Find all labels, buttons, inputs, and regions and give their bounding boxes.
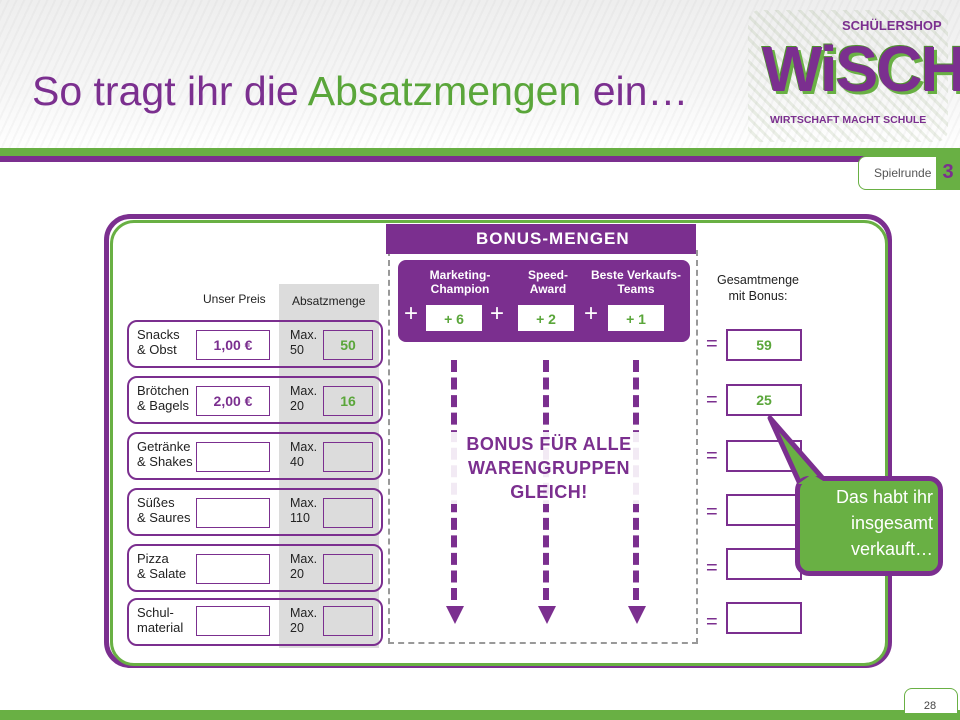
slide-title: So tragt ihr die Absatzmengen ein… [32,68,689,114]
product-name: Pizza& Salate [137,551,187,581]
bonus-header [386,224,696,254]
arrow-down-icon [538,606,556,624]
award-best-sales-team: Beste Verkaufs-Teams [590,268,682,296]
product-name: Getränke& Shakes [137,439,193,469]
header-background [0,0,960,150]
price-field[interactable] [196,498,270,528]
total-field[interactable] [726,440,802,472]
product-name: Schul-material [137,605,184,635]
logo-texture [748,10,948,142]
bonus-value-marketing[interactable]: + 6 [426,305,482,331]
max-label: Max.20 [290,384,318,413]
table-row [127,544,383,592]
callout-bubble [795,476,943,576]
arrow-down-icon [628,606,646,624]
price-field[interactable] [196,554,270,584]
quantity-field[interactable] [323,442,373,472]
total-field[interactable]: 25 [726,384,802,416]
header-green-bar [0,148,960,156]
product-name: Snacks& Obst [137,327,180,357]
price-field[interactable] [196,442,270,472]
max-label: Max.40 [290,440,318,469]
quantity-field[interactable] [323,554,373,584]
table-row [127,598,383,646]
product-name: Süßes& Saures [137,495,191,525]
total-field[interactable] [726,602,802,634]
quantity-column-header: Absatzmenge [292,294,366,308]
quantity-field[interactable] [323,606,373,636]
total-field[interactable]: 59 [726,329,802,361]
logo-tagline: WIRTSCHAFT MACHT SCHULE [770,114,927,126]
award-marketing-champion: Marketing-Champion [429,268,491,296]
plus-sign: + [584,300,599,327]
quantity-field[interactable]: 16 [323,386,373,416]
equals-sign: = [706,333,718,355]
quantity-field[interactable] [323,498,373,528]
table-row [127,488,383,536]
table-row [127,320,383,368]
price-field[interactable] [196,606,270,636]
max-label: Max.20 [290,606,318,635]
award-speed: Speed-Award [527,268,568,296]
max-label: Max.110 [290,496,318,525]
max-label: Max.20 [290,552,318,581]
page-number-tab [904,688,958,713]
price-column-header: Unser Preis [203,292,266,306]
total-field[interactable] [726,548,802,580]
arrow-down-icon [446,606,464,624]
equals-sign: = [706,445,718,467]
quantity-field[interactable]: 50 [323,330,373,360]
price-field[interactable]: 2,00 € [196,386,270,416]
header-purple-bar [0,156,960,162]
price-field[interactable]: 1,00 € [196,330,270,360]
plus-sign: + [490,300,505,327]
title-highlight: Absatzmengen [307,68,582,114]
equals-sign: = [706,389,718,411]
equals-sign: = [706,501,718,523]
bonus-title: BONUS-MENGEN [476,229,630,248]
footer-green-bar [0,710,960,720]
plus-sign: + [404,300,419,327]
table-row [127,432,383,480]
round-label: Spielrunde [874,166,932,180]
max-label: Max.50 [290,328,318,357]
table-row [127,376,383,424]
equals-sign: = [706,557,718,579]
bonus-value-sales-team[interactable]: + 1 [608,305,664,331]
bonus-value-speed[interactable]: + 2 [518,305,574,331]
equals-sign: = [706,611,718,633]
product-name: Brötchen& Bagels [137,383,190,413]
round-number: 3 [936,155,960,189]
worksheet-frame-inner [110,220,888,666]
logo-shop-label: SCHÜLERSHOP [842,18,942,33]
total-field[interactable] [726,494,802,526]
logo-wordmark: WiSCH [762,33,960,105]
page-number: 28 [923,700,937,712]
header-texture [0,0,960,150]
